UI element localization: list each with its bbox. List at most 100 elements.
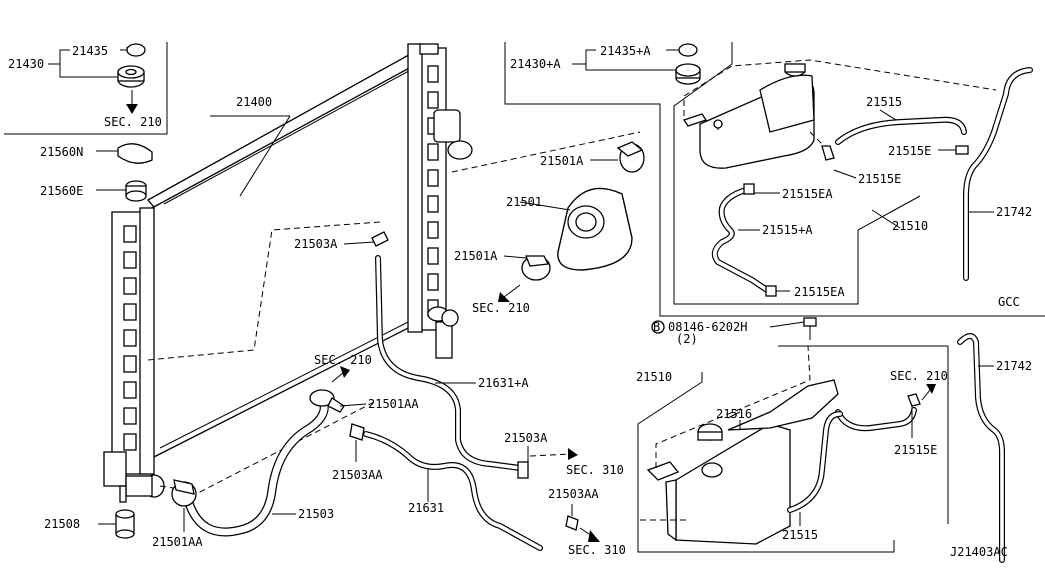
clamp-21501AA-bot: [171, 479, 197, 507]
tank-slot: [427, 65, 439, 83]
diagram-code: J21403AC: [950, 545, 1008, 559]
tank-slot: [123, 381, 137, 399]
tank-slot: [123, 303, 137, 321]
leader-21510-top: [871, 209, 901, 229]
label-bolt-ref: B: [653, 320, 660, 334]
label-sec210-lower: SEC. 210: [314, 353, 372, 367]
clamp-21501A-bot: [503, 255, 551, 281]
tank-slot: [427, 169, 439, 187]
label-21515E-mid: 21515E: [858, 172, 901, 186]
tank-slot: [427, 273, 439, 291]
label-21631A: 21631+A: [478, 376, 529, 390]
label-21430A: 21430+A: [510, 57, 561, 71]
sec210-mid-arrow: [498, 284, 521, 302]
tank-slot: [123, 355, 137, 373]
tank-slot: [123, 277, 137, 295]
hose-21515-lower: [787, 407, 917, 526]
label-sec210-cap: SEC. 210: [104, 115, 162, 129]
label-21742-bot: 21742: [996, 359, 1032, 373]
hose-21631: [363, 431, 543, 551]
upper-mount-21560N: [117, 143, 153, 164]
lower-reservoir-frame: [637, 345, 949, 553]
label-21501AA-top: 21501AA: [368, 397, 419, 411]
label-21503A-bot: 21503A: [504, 431, 548, 445]
clip-21515E-top: [938, 145, 969, 155]
label-sec310-bot: SEC. 310: [568, 543, 626, 557]
label-gcc: GCC: [998, 295, 1020, 309]
hose-21515-upper: [835, 109, 967, 145]
label-21515E-top: 21515E: [888, 144, 931, 158]
label-21742-top: 21742: [996, 205, 1032, 219]
bushing-21560E: [125, 180, 147, 202]
label-21503AA-bot: 21503AA: [548, 487, 599, 501]
clamp-21501AA-top: [309, 389, 345, 413]
label-21515E-bot: 21515E: [894, 443, 937, 457]
clamp-21503AA-bot: [565, 504, 579, 531]
label-21631: 21631: [408, 501, 444, 515]
upper-hose-21501: [519, 187, 633, 271]
label-sec310-top: SEC. 310: [566, 463, 624, 477]
drain-plug: [115, 509, 135, 539]
label-21560E: 21560E: [40, 184, 83, 198]
label-21501AA-bot: 21501AA: [152, 535, 203, 549]
radiator-core: [111, 43, 447, 475]
label-21430: 21430: [8, 57, 44, 71]
cap-21430A: [572, 43, 701, 85]
sec210-lower-arrow: [331, 366, 350, 383]
tank-slot: [123, 433, 137, 451]
label-21515-top: 21515: [866, 95, 902, 109]
tank-slot: [427, 221, 439, 239]
label-21510-top: 21510: [892, 219, 928, 233]
label-21435A: 21435+A: [600, 44, 651, 58]
label-bolt-qty: (2): [676, 332, 698, 346]
tank-slot: [427, 143, 439, 161]
upper-reservoir-frame: [504, 42, 1045, 317]
hose-21515A: [711, 187, 773, 295]
cap-inset-frame: [4, 42, 168, 135]
label-21503: 21503: [298, 507, 334, 521]
tank-slot: [123, 251, 137, 269]
lower-hose-21503: [183, 393, 329, 537]
tank-slot: [427, 195, 439, 213]
hose-21742-bot: [957, 333, 1005, 563]
label-21560N: 21560N: [40, 145, 83, 159]
label-21510-bot: 21510: [636, 370, 672, 384]
label-21515EA-bot: 21515EA: [794, 285, 845, 299]
label-21501: 21501: [506, 195, 542, 209]
tank-slot: [123, 329, 137, 347]
bolt-08146: [651, 317, 817, 340]
label-21435: 21435: [72, 44, 108, 58]
tank-slot: [427, 247, 439, 265]
hose-21742-top: [963, 67, 1033, 281]
sec210-right-arrow: [921, 384, 936, 401]
label-21515-bot: 21515: [782, 528, 818, 542]
leader-21501AA-top: [339, 403, 367, 407]
label-21503AA-top: 21503AA: [332, 468, 383, 482]
tank-slot: [427, 91, 439, 109]
lower-reservoir-tank: [646, 379, 839, 545]
clamp-21501A-top: [590, 141, 645, 173]
label-21400: 21400: [236, 95, 272, 109]
label-bolt-code: 08146-6202H: [668, 320, 747, 334]
label-21515EA-top: 21515EA: [782, 187, 833, 201]
cap-leaders: [48, 49, 127, 78]
label-21503A-top: 21503A: [294, 237, 338, 251]
clamp-21503AA-top: [349, 423, 365, 462]
clamp-21503A-bot: [517, 446, 529, 479]
radiator-inlet-port: [419, 43, 473, 359]
label-21516: 21516: [716, 407, 752, 421]
radiator-outlet-port: [103, 451, 165, 503]
label-21508: 21508: [44, 517, 80, 531]
label-21515A: 21515+A: [762, 223, 813, 237]
leader-21400-b: [239, 115, 291, 197]
dashed-guides-lower: [640, 345, 811, 521]
clip-21515E-bot: [907, 393, 921, 438]
label-sec210-right: SEC. 210: [890, 369, 948, 383]
upper-reservoir-tank: [682, 63, 815, 169]
sec210-cap-arrow: [126, 90, 138, 114]
clip-21515E-mid: [821, 145, 857, 179]
sec310-bot-arrow: [579, 527, 600, 542]
tank-slot: [123, 225, 137, 243]
